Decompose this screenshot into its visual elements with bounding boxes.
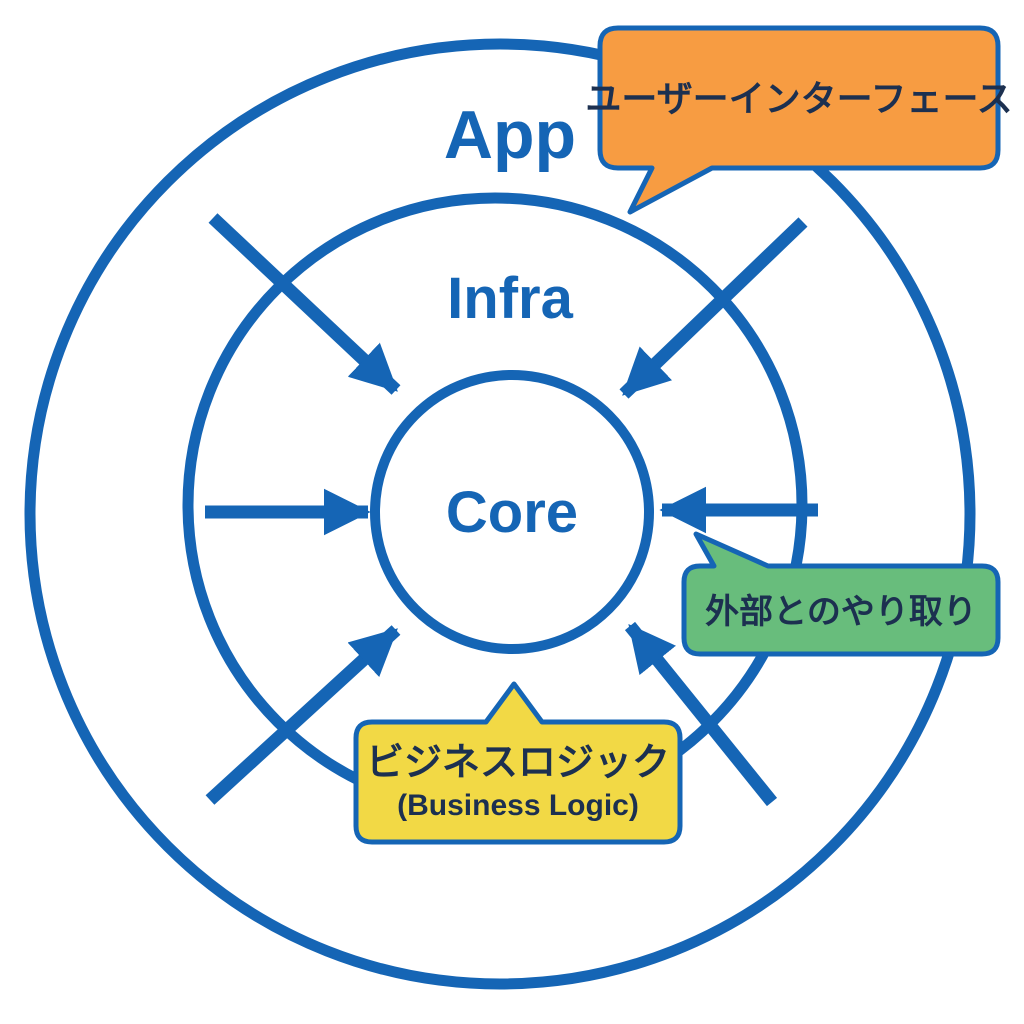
callout-external-io-label: 外部とのやり取り — [705, 593, 977, 631]
callout-user-interface-bubble — [597, 25, 1001, 215]
callout-business-logic-sublabel: (Business Logic) — [397, 789, 639, 822]
callout-business-logic-label: ビジネスロジック — [366, 742, 670, 784]
callout-business-logic: ビジネスロジック (Business Logic) — [353, 681, 683, 845]
core-layer-circle — [370, 370, 654, 654]
core-layer-label: Core — [446, 480, 578, 545]
app-layer-circle — [24, 38, 976, 990]
callout-external-io-bubble — [681, 531, 1001, 657]
callout-user-interface-label: ユーザーインターフェース — [585, 78, 1012, 119]
app-layer-label: App — [444, 97, 576, 173]
infra-layer-label: Infra — [447, 266, 573, 331]
arrow-top-left — [208, 213, 401, 395]
callout-external-io: 外部とのやり取り — [681, 531, 1001, 657]
arrow-bottom-left — [205, 625, 401, 805]
arrow-bottom-right — [624, 621, 778, 807]
callout-business-logic-bubble — [353, 681, 683, 845]
arrow-top-right — [619, 217, 808, 399]
callout-user-interface: ユーザーインターフェース — [585, 25, 1013, 215]
